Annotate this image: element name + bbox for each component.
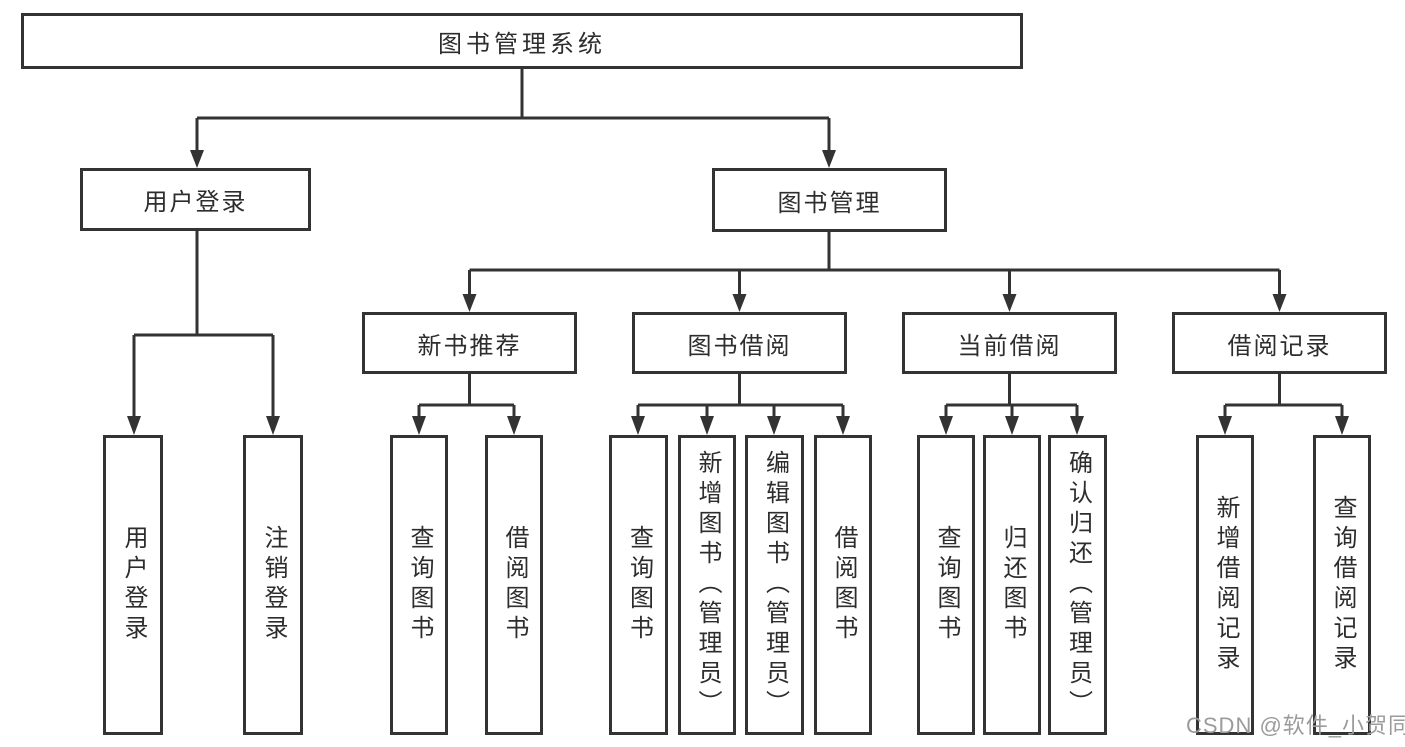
arrowhead xyxy=(127,416,141,435)
node-root-label: 图书管理系统 xyxy=(438,30,606,58)
connector-currentborrow-to-leaves xyxy=(944,374,1079,420)
arrowhead xyxy=(822,150,836,168)
arrowhead xyxy=(1002,294,1017,312)
leaf-newbooks-borrow-books: 借阅图书 xyxy=(485,435,543,735)
leaf-logout-label: 注销登录 xyxy=(260,525,287,645)
arrowhead xyxy=(732,294,747,312)
leaf-user-login: 用户登录 xyxy=(103,435,163,735)
leaf-records-add-borrow-record: 新增借阅记录 xyxy=(1196,435,1254,735)
node-book-borrow: 图书借阅 xyxy=(632,312,847,374)
node-new-book-recommend-label: 新书推荐 xyxy=(417,332,522,360)
node-book-management-label: 图书管理 xyxy=(777,189,882,217)
arrowhead xyxy=(836,416,850,435)
arrowhead xyxy=(462,294,477,312)
node-book-borrow-label: 图书借阅 xyxy=(687,332,792,360)
leaf-bookborrow-edit-books-admin: 编辑图书（管理员） xyxy=(745,435,804,735)
leaf-currentborrow-query-books: 查询图书 xyxy=(917,435,975,735)
arrowhead xyxy=(631,416,645,435)
leaf-records-add-borrow-record-label: 新增借阅记录 xyxy=(1212,495,1239,675)
arrowhead xyxy=(266,416,280,435)
connector-bookborrow-to-leaves xyxy=(636,374,845,420)
node-new-book-recommend: 新书推荐 xyxy=(362,312,577,374)
leaf-newbooks-query-books-label: 查询图书 xyxy=(406,525,433,645)
leaf-logout: 注销登录 xyxy=(243,435,303,735)
arrowhead xyxy=(700,416,714,435)
arrowhead xyxy=(1272,294,1287,312)
leaf-currentborrow-query-books-label: 查询图书 xyxy=(933,525,960,645)
connector-newbooks-to-leaves xyxy=(417,374,516,420)
leaf-bookborrow-borrow-books: 借阅图书 xyxy=(814,435,872,735)
arrowhead xyxy=(1070,416,1084,435)
leaf-records-query-borrow-record: 查询借阅记录 xyxy=(1313,435,1371,735)
node-borrow-records: 借阅记录 xyxy=(1172,312,1387,374)
leaf-currentborrow-confirm-return-admin: 确认归还（管理员） xyxy=(1048,435,1107,735)
node-root: 图书管理系统 xyxy=(21,13,1023,69)
node-user-login: 用户登录 xyxy=(80,168,311,231)
node-current-borrow-label: 当前借阅 xyxy=(957,332,1062,360)
connector-borrowrecords-to-leaves xyxy=(1223,374,1344,420)
arrowheads xyxy=(127,150,1349,435)
connector-userlogin-to-leaves xyxy=(132,231,275,420)
leaf-currentborrow-return-books-label: 归还图书 xyxy=(999,525,1026,645)
leaf-bookborrow-query-books: 查询图书 xyxy=(609,435,668,735)
leaf-bookborrow-add-books-admin-label: 新增图书（管理员） xyxy=(694,450,721,720)
leaf-newbooks-borrow-books-label: 借阅图书 xyxy=(501,525,528,645)
arrowhead xyxy=(412,416,426,435)
arrowhead xyxy=(1335,416,1349,435)
arrowhead xyxy=(1218,416,1232,435)
arrowhead xyxy=(767,416,781,435)
arrowhead xyxy=(507,416,521,435)
node-borrow-records-label: 借阅记录 xyxy=(1227,332,1332,360)
connector-bookmgmt-to-level3 xyxy=(468,232,1281,296)
connector-root-to-level2 xyxy=(195,69,831,152)
leaf-newbooks-query-books: 查询图书 xyxy=(390,435,448,735)
arrowhead xyxy=(190,150,204,168)
leaf-bookborrow-query-books-label: 查询图书 xyxy=(625,525,653,645)
leaf-records-query-borrow-record-label: 查询借阅记录 xyxy=(1329,495,1356,675)
leaf-currentborrow-confirm-return-admin-label: 确认归还（管理员） xyxy=(1064,450,1092,720)
csdn-watermark: CSDN @软件_小贺同学 xyxy=(1186,713,1405,738)
arrowhead xyxy=(1005,416,1019,435)
node-book-management: 图书管理 xyxy=(712,168,947,232)
leaf-bookborrow-borrow-books-label: 借阅图书 xyxy=(830,525,857,645)
leaf-currentborrow-return-books: 归还图书 xyxy=(983,435,1041,735)
leaf-bookborrow-add-books-admin: 新增图书（管理员） xyxy=(678,435,736,735)
node-current-borrow: 当前借阅 xyxy=(902,312,1117,374)
leaf-user-login-label: 用户登录 xyxy=(120,525,147,645)
arrowhead xyxy=(939,416,953,435)
node-user-login-label: 用户登录 xyxy=(143,189,248,216)
leaf-bookborrow-edit-books-admin-label: 编辑图书（管理员） xyxy=(761,450,789,720)
